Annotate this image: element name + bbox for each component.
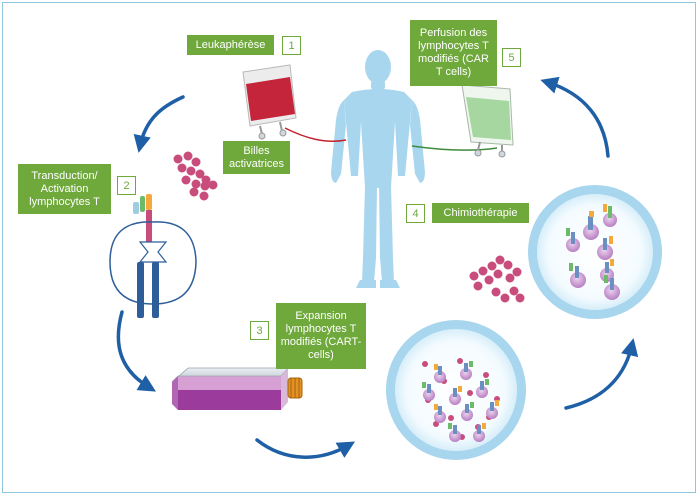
cycle-arrow-icon xyxy=(116,310,157,392)
petri-dish-icon xyxy=(386,320,526,460)
t-cell-receptor-icon xyxy=(109,194,197,318)
petri-dish-icon xyxy=(528,185,662,319)
car-t-cells xyxy=(566,204,620,300)
step-1-number: 1 xyxy=(282,36,301,55)
human-body-icon xyxy=(331,50,425,288)
step-1-label: Leukaphérèse xyxy=(187,35,274,55)
step-4-label: Chimiothérapie xyxy=(432,203,529,223)
cycle-arrow-icon xyxy=(255,438,356,459)
cycle-arrow-icon xyxy=(133,95,185,153)
step-5-number: 5 xyxy=(502,48,521,67)
figure-frame xyxy=(2,2,696,493)
car-t-cells xyxy=(422,361,499,442)
car-t-tube xyxy=(411,145,498,151)
cycle-arrow-icon xyxy=(564,338,639,410)
step-2-label: Transduction/ Activation lymphocytes T xyxy=(18,164,111,214)
cycle-arrows xyxy=(116,76,639,459)
blood-bag-icon xyxy=(242,64,297,140)
step-3-number: 3 xyxy=(250,321,269,340)
free-beads xyxy=(469,255,525,303)
step-5-label: Perfusion des lymphocytes T modifiés (CA… xyxy=(410,20,497,86)
blood-tube xyxy=(284,127,347,143)
car-t-bag-icon xyxy=(461,84,514,158)
step-2-number: 2 xyxy=(117,176,136,195)
step-3-label: Expansion lymphocytes T modifiés (CART-c… xyxy=(276,303,366,369)
cycle-arrow-icon xyxy=(540,76,610,158)
culture-flask-icon xyxy=(171,367,303,410)
step-4-number: 4 xyxy=(406,204,425,223)
beads-label: Billes activatrices xyxy=(223,141,290,174)
activator-beads xyxy=(173,151,218,201)
